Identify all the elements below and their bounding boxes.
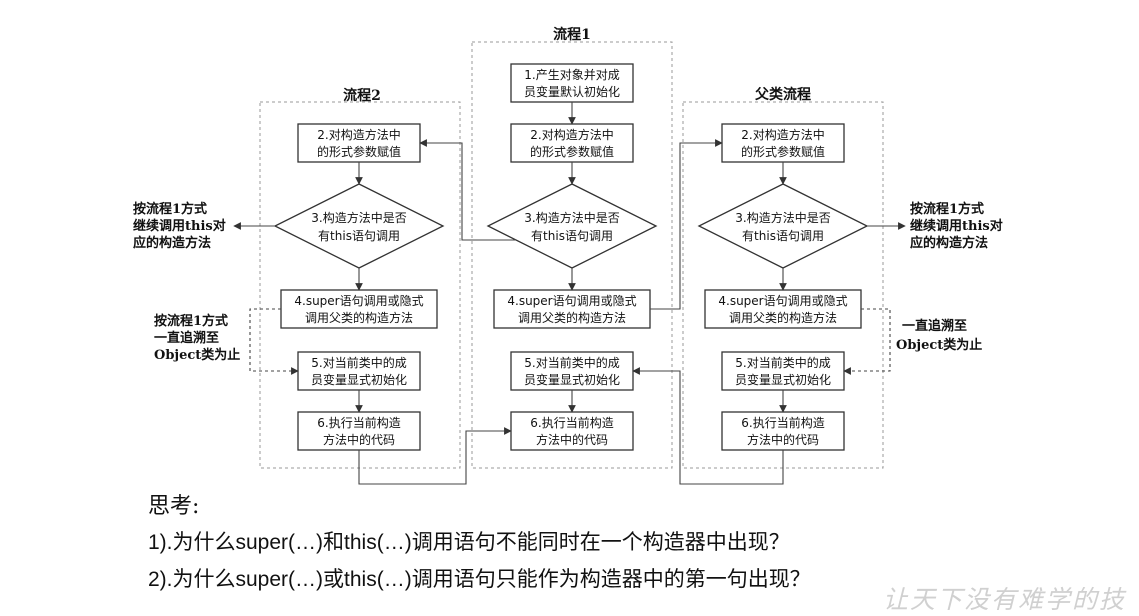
flow1-step6-line2: 方法中的代码 (536, 432, 608, 447)
flow2-step3-line2: 有this语句调用 (318, 229, 400, 243)
note-right-this-line1: 按流程1方式 (910, 201, 984, 217)
flow1-step3-diamond (486, 183, 658, 269)
thinking-question-2: 2).为什么super(…)或this(…)调用语句只能作为构造器中的第一句出现… (148, 568, 811, 591)
parent-step5-line1: 5.对当前类中的成 (735, 355, 830, 370)
parent-step2-line1: 2.对构造方法中 (741, 127, 824, 142)
flow1-step2-line2: 的形式参数赋值 (530, 144, 614, 159)
flow1-step1-line1: 1.产生对象并对成 (524, 68, 619, 82)
flow1-title: 流程1 (553, 26, 591, 43)
flow2-step2-box (297, 123, 421, 163)
flow1-step5-line2: 员变量显式初始化 (524, 372, 620, 387)
flow2-step3-line1: 3.构造方法中是否 (311, 210, 406, 225)
thinking-question-1: 1).为什么super(…)和this(…)调用语句不能同时在一个构造器中出现？ (148, 531, 790, 554)
flow2-step6-line1: 6.执行当前构造 (317, 415, 400, 430)
note-right-super-line1: 一直追溯至 (902, 318, 967, 334)
parent-step2-line2: 的形式参数赋值 (741, 144, 825, 159)
note-right-super-line2: Object类为止 (896, 337, 982, 353)
thinking-title: 思考: (148, 494, 200, 519)
flow2-step4-line2: 调用父类的构造方法 (305, 310, 413, 325)
flow2-step4-box (280, 289, 438, 329)
watermark-text: 让天下没有难学的技 (883, 585, 1127, 614)
connector-parent-end-to-flow1-step5 (632, 367, 784, 485)
flow2-step6-line2: 方法中的代码 (323, 432, 395, 447)
flow2-step5-line2: 员变量显式初始化 (311, 372, 407, 387)
flow1-frame (471, 41, 673, 469)
flow2-step3-diamond (273, 183, 445, 269)
flow1-step1-line2: 员变量默认初始化 (524, 84, 620, 99)
flow1-step5-box (510, 351, 634, 391)
note-left-this-line2: 继续调用this对 (133, 218, 226, 234)
note-left-super-line1: 按流程1方式 (154, 313, 228, 329)
flow1-step3-line2: 有this语句调用 (531, 229, 613, 243)
parent-flow-title: 父类流程 (754, 86, 811, 103)
flow2-step5-line1: 5.对当前类中的成 (311, 355, 406, 370)
flow2-frame (259, 101, 461, 469)
parent-step3-line2: 有this语句调用 (742, 229, 824, 243)
note-left-this-line3: 应的构造方法 (133, 235, 211, 251)
flow2-super-trace-loop (249, 308, 299, 375)
parent-step3-diamond (697, 183, 869, 269)
flow1-step4-line2: 调用父类的构造方法 (518, 310, 626, 325)
flow2-step2-line2: 的形式参数赋值 (317, 144, 401, 159)
note-left-super-line2: 一直追溯至 (154, 330, 219, 346)
parent-step6-line1: 6.执行当前构造 (741, 415, 824, 430)
note-left-this-line1: 按流程1方式 (133, 201, 207, 217)
note-left-super-line3: Object类为止 (154, 347, 240, 363)
flow2-title: 流程2 (343, 87, 381, 104)
flow1-step4-line1: 4.super语句调用或隐式 (507, 294, 636, 308)
parent-step4-line2: 调用父类的构造方法 (729, 310, 837, 325)
flow1-step5-line1: 5.对当前类中的成 (524, 355, 619, 370)
flow1-step1-box (510, 63, 634, 103)
flow1-step3-line1: 3.构造方法中是否 (524, 210, 619, 225)
connector-flow1-super-to-parent (650, 139, 723, 310)
note-right-this-line2: 继续调用this对 (910, 218, 1003, 234)
parent-step5-line2: 员变量显式初始化 (735, 372, 831, 387)
parent-step6-line2: 方法中的代码 (747, 432, 819, 447)
flow1-step2-line1: 2.对构造方法中 (530, 127, 613, 142)
parent-step4-line1: 4.super语句调用或隐式 (718, 294, 847, 308)
note-right-this-line3: 应的构造方法 (910, 235, 988, 251)
flow1-step6-box (510, 411, 634, 451)
parent-super-trace-loop (843, 308, 891, 375)
flow1-step6-line1: 6.执行当前构造 (530, 415, 613, 430)
flow2-step5-box (297, 351, 421, 391)
parent-step3-line1: 3.构造方法中是否 (735, 210, 830, 225)
connector-flow2-end-to-flow1-step6 (358, 427, 512, 485)
connector-flow1-this-to-flow2 (419, 139, 516, 241)
flow2-step4-line1: 4.super语句调用或隐式 (294, 294, 423, 308)
flow2-step2-line1: 2.对构造方法中 (317, 127, 400, 142)
flow1-step4-box (493, 289, 651, 329)
